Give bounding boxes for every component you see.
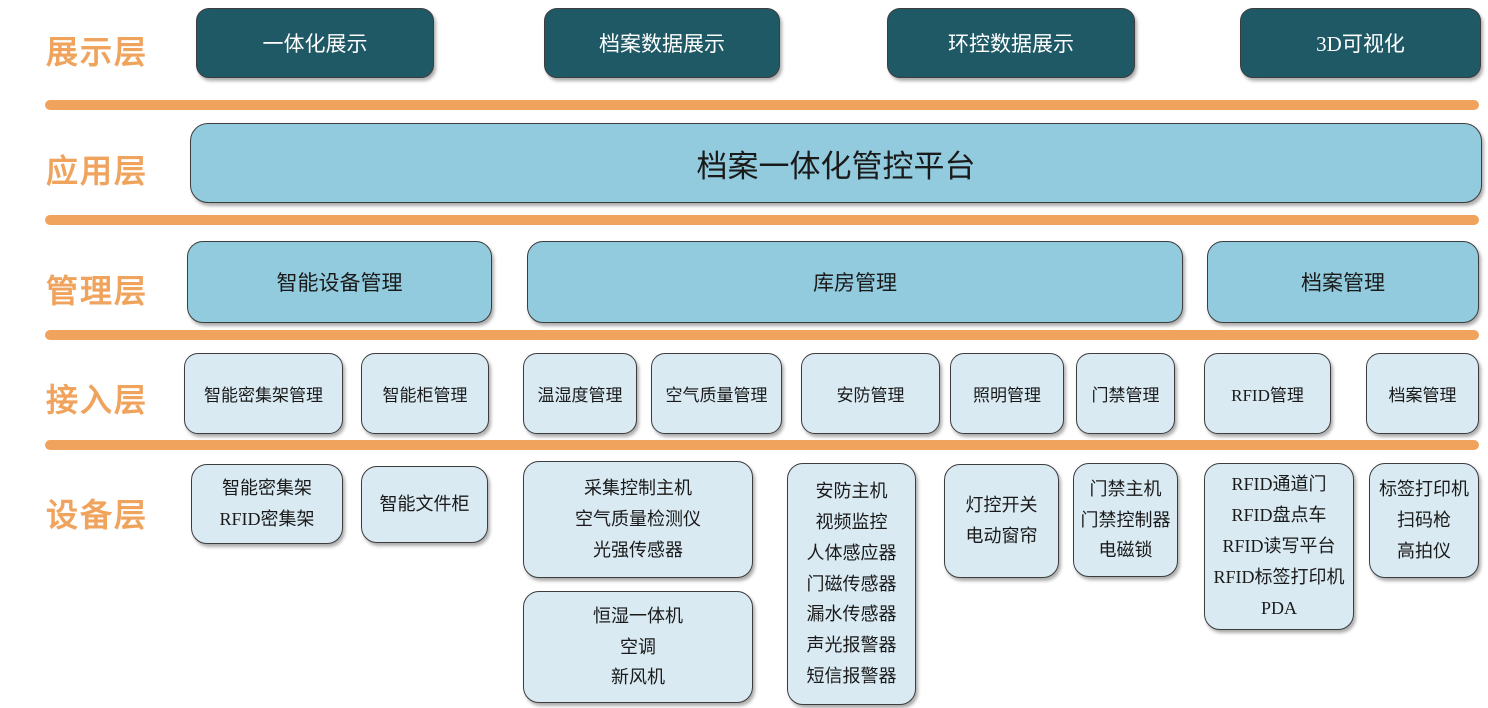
device-box-printers: 标签打印机 扫码枪 高拍仪 — [1369, 463, 1479, 578]
display-box-3d: 3D可视化 — [1240, 8, 1481, 78]
display-box-integrated: 一体化展示 — [196, 8, 434, 78]
application-platform-box: 档案一体化管控平台 — [190, 123, 1482, 203]
access-box-smart-cabinet: 智能柜管理 — [361, 353, 489, 434]
layer-label-display: 展示层 — [46, 34, 149, 70]
management-box-smart-device: 智能设备管理 — [187, 241, 492, 323]
divider-line-4 — [45, 440, 1479, 450]
display-box-env-data: 环控数据展示 — [887, 8, 1135, 78]
management-box-archive: 档案管理 — [1207, 241, 1479, 323]
device-box-file-cabinet: 智能文件柜 — [361, 466, 488, 543]
device-box-door-access: 门禁主机 门禁控制器 电磁锁 — [1073, 463, 1178, 577]
access-box-door: 门禁管理 — [1076, 353, 1175, 434]
access-box-archive: 档案管理 — [1366, 353, 1479, 434]
layer-label-management: 管理层 — [46, 273, 149, 309]
device-box-security: 安防主机 视频监控 人体感应器 门磁传感器 漏水传感器 声光报警器 短信报警器 — [787, 463, 916, 705]
management-box-warehouse: 库房管理 — [527, 241, 1183, 323]
layer-label-device: 设备层 — [46, 497, 149, 533]
device-box-dense-rack: 智能密集架 RFID密集架 — [191, 464, 343, 544]
divider-line-1 — [45, 100, 1479, 110]
device-box-hvac: 恒湿一体机 空调 新风机 — [523, 591, 753, 703]
access-box-temp-humidity: 温湿度管理 — [523, 353, 637, 434]
divider-line-2 — [45, 215, 1479, 225]
display-box-archive-data: 档案数据展示 — [544, 8, 780, 78]
access-box-rfid: RFID管理 — [1204, 353, 1331, 434]
access-box-air-quality: 空气质量管理 — [651, 353, 782, 434]
device-box-lighting: 灯控开关 电动窗帘 — [944, 464, 1059, 578]
divider-line-3 — [45, 330, 1479, 340]
access-box-lighting: 照明管理 — [950, 353, 1064, 434]
layer-label-access: 接入层 — [46, 382, 149, 418]
device-box-collectors: 采集控制主机 空气质量检测仪 光强传感器 — [523, 461, 753, 578]
device-box-rfid: RFID通道门 RFID盘点车 RFID读写平台 RFID标签打印机 PDA — [1204, 463, 1354, 630]
layer-label-application: 应用层 — [46, 153, 149, 189]
access-box-dense-rack: 智能密集架管理 — [184, 353, 343, 434]
access-box-security: 安防管理 — [801, 353, 940, 434]
